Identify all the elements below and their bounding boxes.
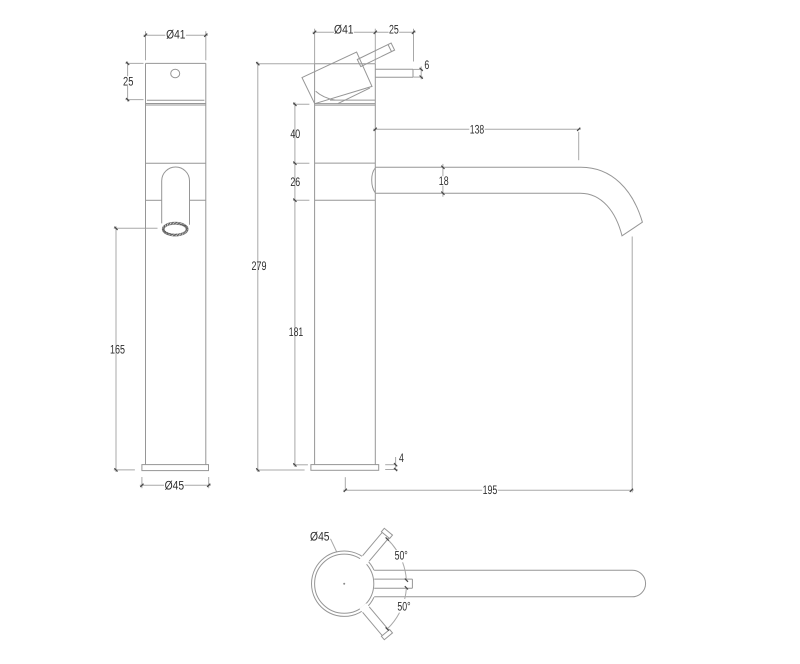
svg-text:Ø45: Ø45 [310, 530, 330, 544]
svg-text:Ø41: Ø41 [334, 23, 354, 37]
svg-text:4: 4 [399, 451, 404, 465]
svg-text:Ø41: Ø41 [166, 28, 185, 42]
svg-text:165: 165 [110, 342, 125, 356]
svg-text:195: 195 [483, 483, 498, 497]
svg-text:Ø45: Ø45 [165, 478, 185, 492]
svg-text:18: 18 [439, 174, 449, 188]
svg-text:50°: 50° [397, 600, 410, 614]
svg-text:25: 25 [389, 23, 399, 37]
svg-text:40: 40 [290, 127, 300, 141]
svg-text:25: 25 [123, 74, 133, 88]
svg-text:6: 6 [424, 58, 429, 72]
svg-text:181: 181 [289, 325, 303, 339]
svg-text:138: 138 [470, 122, 484, 136]
svg-text:26: 26 [290, 175, 300, 189]
svg-text:50°: 50° [395, 548, 408, 562]
svg-text:279: 279 [252, 259, 267, 273]
